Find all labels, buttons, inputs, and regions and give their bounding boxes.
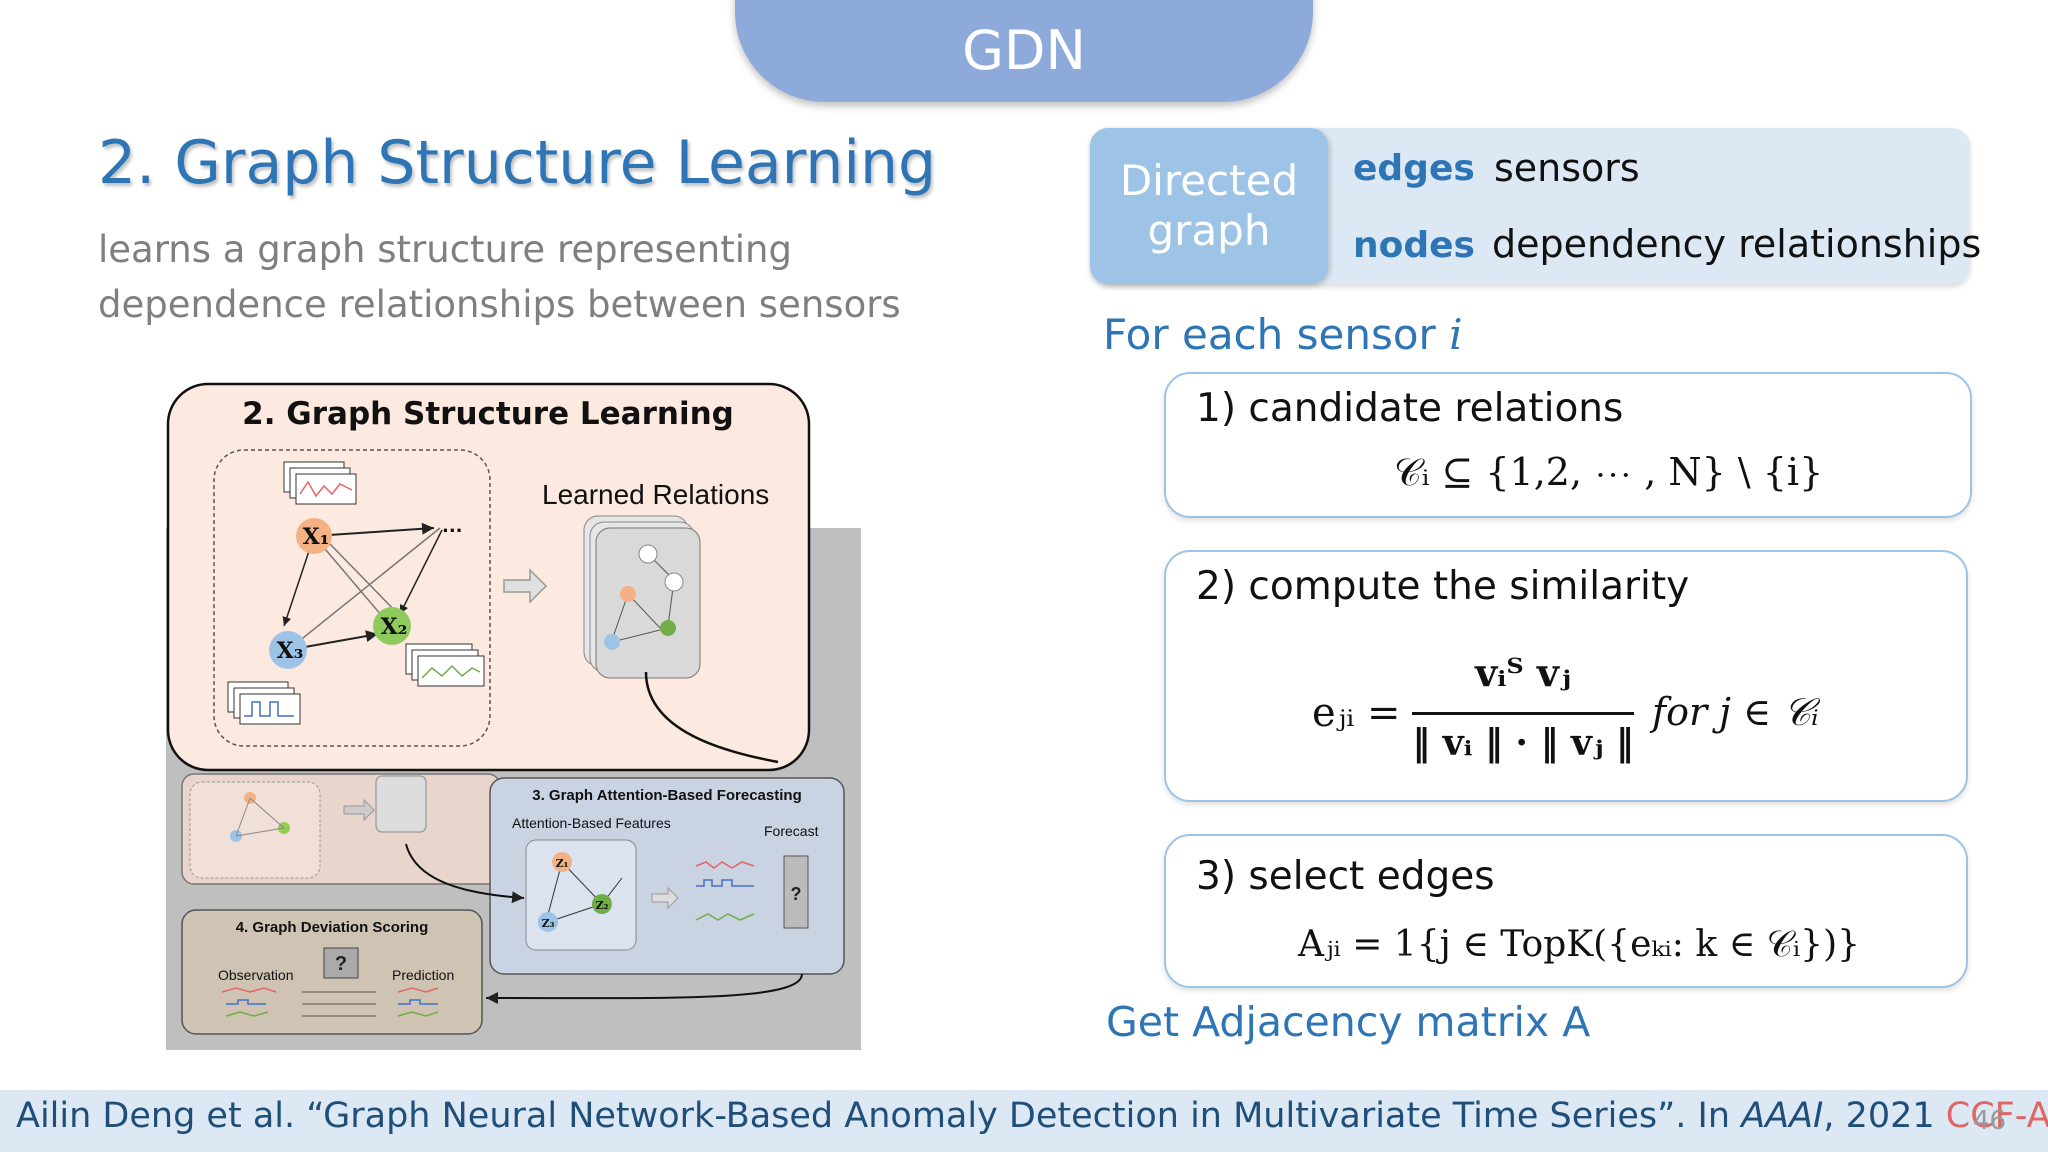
node-z2 [592, 894, 612, 914]
attention-features-label: Attention-Based Features [512, 815, 671, 831]
svg-text:Z₃: Z₃ [542, 917, 555, 930]
stage-arrow [503, 568, 548, 604]
for-each-variable: i [1449, 310, 1463, 359]
learned-relations-stack [583, 515, 701, 679]
graph-ellipsis: ... [442, 516, 463, 537]
nodes-value: dependency relationships [1492, 222, 1982, 266]
step-2-denominator: ‖ vᵢ ‖ · ‖ vⱼ ‖ [1412, 722, 1634, 764]
step-1-label: 1) candidate relations [1196, 386, 1624, 431]
step-3-label: 3) select edges [1196, 854, 1495, 899]
learned-relations-label: Learned Relations [542, 479, 769, 510]
gdn-architecture-figure: 3. Graph Attention-Based Forecasting Att… [166, 382, 861, 1050]
svg-text:?: ? [791, 884, 802, 904]
subtitle-line-2: dependence relationships between sensors [98, 283, 901, 326]
svg-text:?: ? [335, 953, 347, 975]
footer-citation: Ailin Deng et al. “Graph Neural Network-… [16, 1096, 2048, 1136]
figure-main-title: 2. Graph Structure Learning [242, 396, 734, 432]
deviation-title: 4. Graph Deviation Scoring [236, 919, 429, 936]
node-z3 [538, 912, 558, 932]
prediction-label: Prediction [392, 967, 454, 983]
node-z1 [552, 852, 572, 872]
time-series-stack-3 [227, 681, 301, 725]
nodes-key: nodes [1353, 225, 1475, 266]
step-2-box [1164, 550, 1968, 802]
step-3-box [1164, 834, 1968, 988]
step-1-formula: 𝒞ᵢ ⊆ {1,2, ⋯ , N} \ {i} [1394, 450, 1824, 494]
svg-text:X₁: X₁ [303, 524, 330, 550]
step-2-numerator: vᵢᵀ vⱼ [1475, 650, 1571, 695]
citation-year: , 2021 [1823, 1096, 1946, 1136]
citation-text: Ailin Deng et al. “Graph Neural Network-… [16, 1096, 1742, 1136]
subtitle-line-1: learns a graph structure representing [98, 228, 792, 271]
for-each-text: For each sensor [1103, 310, 1450, 359]
svg-text:Z₁: Z₁ [556, 857, 569, 870]
directed-graph-label: Directed graph [1090, 128, 1328, 284]
svg-text:Z₂: Z₂ [596, 899, 609, 912]
time-series-stack-1 [283, 461, 357, 505]
citation-venue: AAAI [1741, 1096, 1824, 1136]
input-graph-frame [213, 449, 491, 747]
forecast-label: Forecast [764, 823, 819, 839]
slide-title: 2. Graph Structure Learning [98, 128, 937, 198]
directed-graph-label-line-2: graph [1147, 206, 1271, 255]
step-2-lhs: eⱼᵢ = [1312, 690, 1401, 736]
step-3-formula: Aⱼᵢ = 1{j ∈ TopK({eₖᵢ: k ∈ 𝒞ᵢ})} [1298, 924, 1861, 965]
node-x2 [373, 607, 411, 645]
header-tab: GDN [735, 0, 1313, 102]
svg-text:X₃: X₃ [277, 638, 304, 664]
node-x1 [296, 518, 332, 554]
edges-value: sensors [1494, 146, 1640, 190]
time-series-stack-2 [405, 643, 485, 687]
svg-text:X₂: X₂ [381, 614, 408, 640]
page-number: 46 [1973, 1106, 2007, 1136]
forecasting-title: 3. Graph Attention-Based Forecasting [532, 787, 801, 804]
edges-key: edges [1353, 148, 1475, 189]
observation-label: Observation [218, 967, 293, 983]
step-2-rhs: for j ∈ 𝒞ᵢ [1652, 690, 1819, 734]
ccf-rank-badge: CCF-A [1945, 1096, 2048, 1136]
for-each-sensor-heading: For each sensor i [1103, 310, 1463, 359]
slide-subtitle: learns a graph structure representing de… [98, 222, 998, 332]
step-1-box [1164, 372, 1972, 518]
step-2-label: 2) compute the similarity [1196, 564, 1690, 609]
forecast-unknown-box [783, 855, 809, 929]
node-x3 [269, 631, 307, 669]
fraction-bar [1412, 712, 1634, 715]
footer-bar [0, 1090, 2048, 1152]
get-adjacency-text: Get Adjacency matrix A [1106, 998, 1591, 1046]
directed-graph-label-line-1: Directed [1119, 156, 1299, 205]
